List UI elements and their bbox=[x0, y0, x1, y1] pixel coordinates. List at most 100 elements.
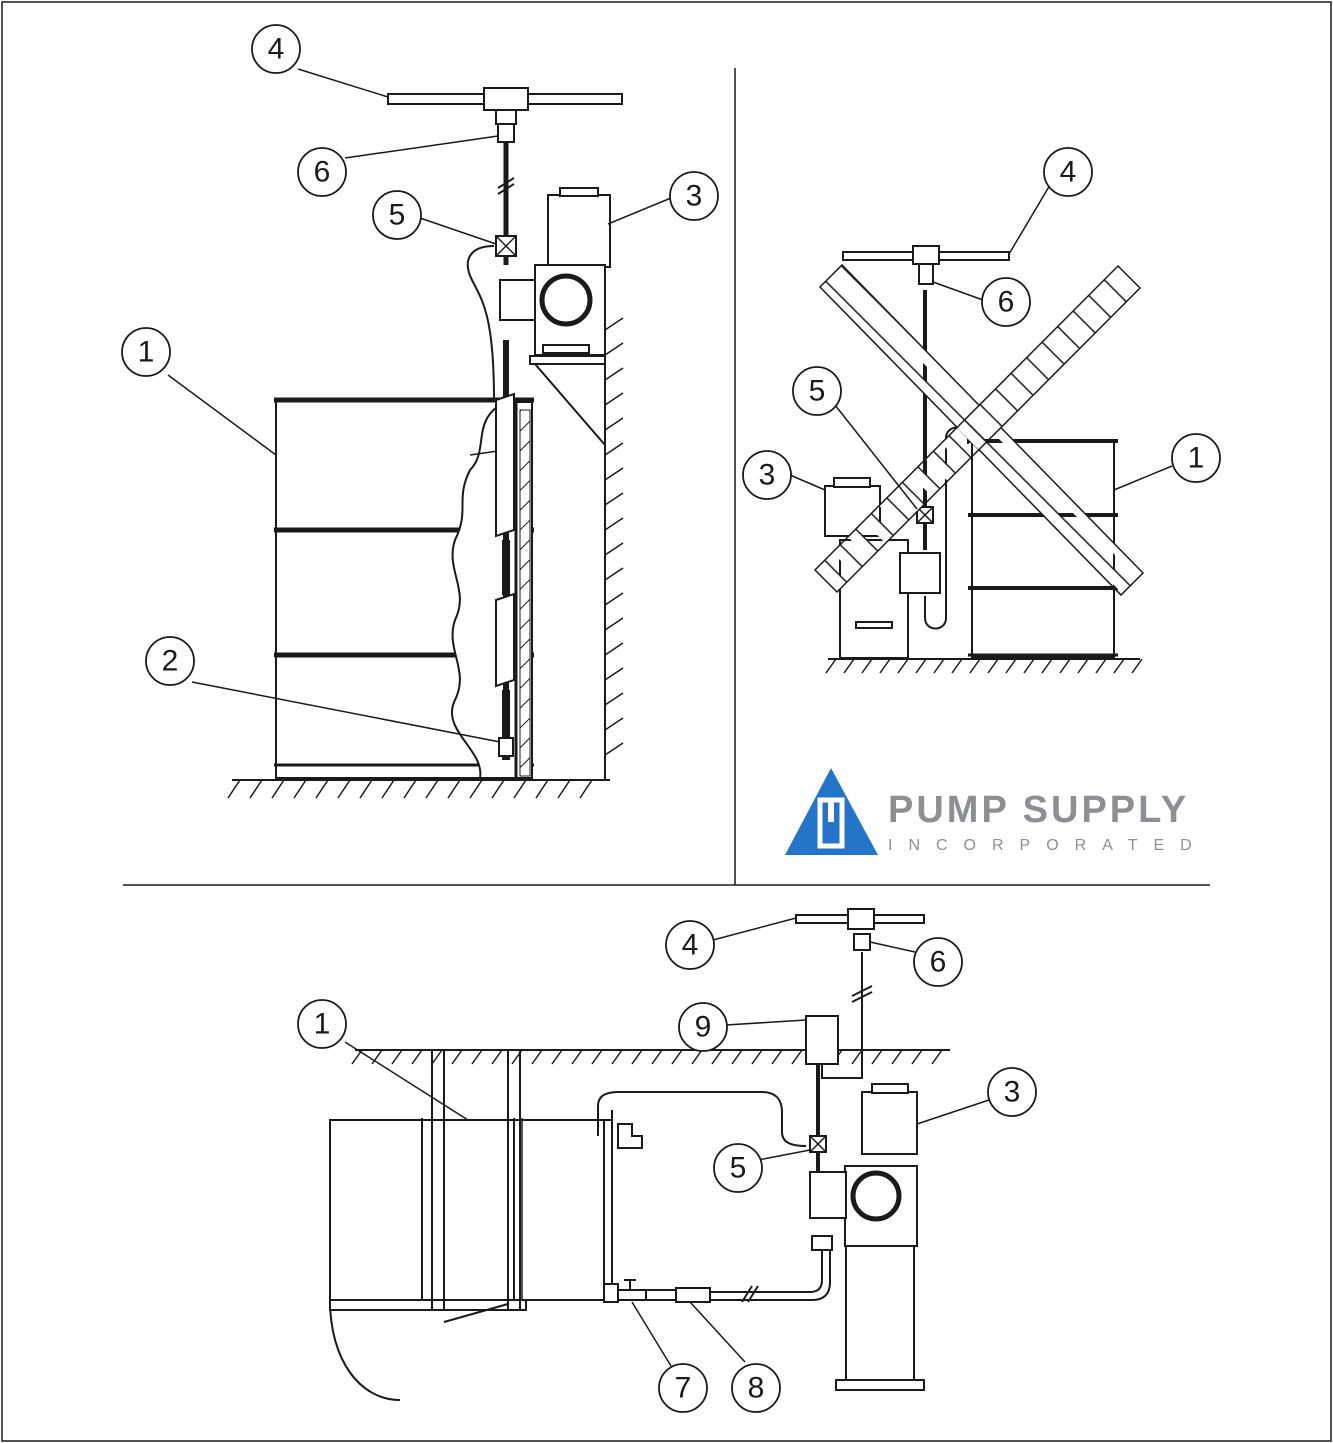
callout-5: 5 bbox=[372, 190, 422, 240]
leader-1-bottom bbox=[344, 1041, 469, 1121]
callout-4-right: 4 bbox=[1043, 147, 1093, 197]
callout-1-bottom: 1 bbox=[297, 999, 347, 1049]
callout-1: 1 bbox=[121, 327, 171, 377]
leader-3-bottom bbox=[916, 1099, 990, 1125]
svg-text:1: 1 bbox=[138, 336, 155, 369]
floor-hatch bbox=[227, 779, 593, 799]
logo-subtitle: INCORPORATED bbox=[888, 837, 1208, 854]
pump-head bbox=[499, 279, 536, 321]
leader-9-bottom bbox=[725, 1019, 807, 1026]
injection-valve-right bbox=[918, 263, 934, 285]
injection-valve bbox=[497, 123, 515, 143]
injection-valve-bottom bbox=[853, 933, 871, 951]
isolation-valve bbox=[617, 1289, 647, 1301]
callout-7-bottom: 7 bbox=[658, 1363, 708, 1413]
wall-bracket bbox=[529, 355, 606, 365]
process-pipe bbox=[387, 87, 623, 125]
y-strainer bbox=[675, 1287, 711, 1303]
panel-top-left-correct-install: 4 6 5 3 1 2 bbox=[121, 24, 719, 799]
leader-6-right bbox=[932, 281, 984, 301]
tank-elbow bbox=[617, 1123, 643, 1149]
floor-hatch-bottom bbox=[351, 1049, 943, 1065]
callout-5-right: 5 bbox=[792, 366, 842, 416]
callout-3-right: 3 bbox=[742, 450, 792, 500]
leader-5-bottom bbox=[757, 1149, 811, 1161]
process-pipe-bottom bbox=[795, 908, 925, 930]
leader-1 bbox=[167, 374, 277, 456]
svg-text:5: 5 bbox=[389, 199, 406, 232]
callout-3: 3 bbox=[669, 171, 719, 221]
svg-text:6: 6 bbox=[314, 156, 331, 189]
callout-6-right: 6 bbox=[981, 277, 1031, 327]
callout-5-bottom: 5 bbox=[713, 1143, 763, 1193]
svg-text:1: 1 bbox=[314, 1008, 331, 1041]
leader-4-bottom bbox=[712, 917, 797, 941]
process-pipe-right bbox=[842, 245, 1010, 285]
discharge-line-bottom bbox=[805, 933, 873, 1172]
crossed-out-mark bbox=[813, 263, 1145, 597]
callout-4: 4 bbox=[251, 24, 301, 74]
suction-line bbox=[603, 1250, 831, 1303]
leader-2 bbox=[191, 681, 501, 743]
wall-hatch bbox=[604, 317, 624, 756]
pressure-valve-right bbox=[916, 506, 934, 524]
leader-6-bottom bbox=[869, 941, 916, 953]
svg-text:4: 4 bbox=[682, 929, 699, 962]
logo-name: PUMP SUPPLY bbox=[888, 789, 1189, 831]
return-tube-bottom bbox=[597, 1091, 807, 1147]
svg-text:5: 5 bbox=[730, 1152, 747, 1185]
panel-top-right-incorrect-install: 4 6 5 3 1 bbox=[742, 147, 1221, 674]
pump bbox=[499, 187, 611, 356]
tank bbox=[329, 1050, 613, 1401]
svg-text:4: 4 bbox=[268, 33, 285, 66]
callout-1-right: 1 bbox=[1171, 433, 1221, 483]
motor bbox=[547, 194, 611, 268]
motor-bottom bbox=[861, 1091, 918, 1155]
svg-text:9: 9 bbox=[695, 1011, 712, 1044]
callout-3-bottom: 3 bbox=[987, 1067, 1037, 1117]
svg-text:3: 3 bbox=[759, 459, 776, 492]
floor-hatch-right bbox=[825, 658, 1143, 674]
pulsation-dampener bbox=[805, 1015, 839, 1065]
leader-7-bottom bbox=[631, 1301, 672, 1367]
foot-valve bbox=[498, 737, 514, 757]
pressure-valve-bottom bbox=[809, 1135, 827, 1153]
svg-text:6: 6 bbox=[930, 946, 947, 979]
discharge-line bbox=[495, 123, 517, 265]
svg-text:6: 6 bbox=[998, 286, 1015, 319]
leader-4-right bbox=[1008, 184, 1051, 255]
svg-text:4: 4 bbox=[1060, 156, 1077, 189]
callout-4-bottom: 4 bbox=[665, 920, 715, 970]
callout-6-bottom: 6 bbox=[913, 937, 963, 987]
pump-head-right bbox=[899, 552, 941, 594]
svg-text:5: 5 bbox=[809, 375, 826, 408]
callout-9-bottom: 9 bbox=[678, 1002, 728, 1052]
drum bbox=[274, 397, 534, 779]
svg-text:7: 7 bbox=[675, 1372, 692, 1405]
pump-head-bottom bbox=[809, 1171, 847, 1219]
panel-bottom-flooded-suction: 4 6 9 1 3 5 7 8 bbox=[297, 908, 1037, 1413]
svg-text:8: 8 bbox=[748, 1372, 765, 1405]
leader-4 bbox=[297, 68, 389, 98]
leader-6 bbox=[344, 135, 499, 159]
leader-8-bottom bbox=[689, 1301, 746, 1363]
callout-8-bottom: 8 bbox=[731, 1363, 781, 1413]
leader-5-right bbox=[834, 404, 918, 510]
leader-1-right bbox=[1113, 465, 1173, 491]
leader-3 bbox=[607, 197, 672, 225]
suction-tube bbox=[495, 340, 515, 760]
bracket-brace bbox=[534, 363, 606, 446]
svg-text:3: 3 bbox=[686, 180, 703, 213]
return-tube bbox=[466, 245, 495, 401]
leader-5 bbox=[419, 217, 497, 245]
svg-text:2: 2 bbox=[162, 645, 179, 678]
leader-3-right bbox=[789, 474, 826, 491]
pump-supply-logo: PUMP SUPPLY INCORPORATED bbox=[785, 768, 1208, 855]
svg-text:3: 3 bbox=[1004, 1076, 1021, 1109]
callout-6: 6 bbox=[297, 147, 347, 197]
pump-bottom bbox=[809, 1083, 925, 1391]
pressure-valve bbox=[495, 235, 517, 257]
svg-text:1: 1 bbox=[1188, 442, 1205, 475]
